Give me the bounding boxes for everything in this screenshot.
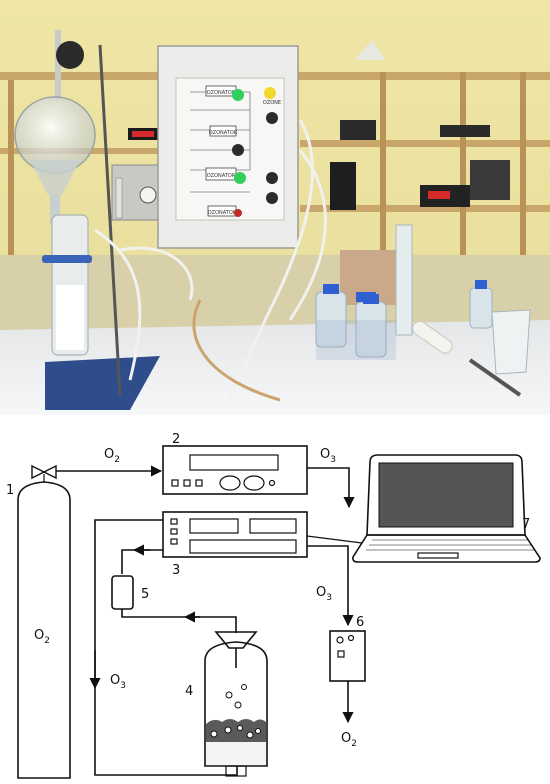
yellow-indicator-light — [264, 87, 276, 99]
ozone-destructor — [329, 630, 366, 682]
green-indicator-light — [232, 89, 244, 101]
red-button — [234, 209, 242, 217]
right-instruments — [330, 40, 510, 210]
green-indicator-light-2 — [234, 172, 246, 184]
knob — [266, 192, 278, 204]
label-5: 5 — [141, 587, 149, 602]
valve-icon — [31, 464, 46, 480]
panel-label-2: OZONATOR — [209, 130, 238, 136]
ozone-line-to-destructor — [307, 545, 354, 627]
tubing — [94, 119, 327, 401]
filter-inlet-line — [121, 549, 163, 574]
label-o2-out: O2 — [341, 731, 357, 749]
clamp-knob — [56, 41, 84, 69]
label-7: 7 — [522, 517, 530, 532]
oxygen-cylinder: O2 — [17, 464, 71, 779]
glass-bottles — [315, 224, 531, 397]
label-o3-top: O3 — [320, 447, 336, 465]
knob — [266, 112, 278, 124]
flowmeter — [111, 164, 163, 221]
data-cable — [306, 535, 363, 544]
separatory-funnel — [14, 30, 96, 225]
ozone-line-to-analyzer — [307, 467, 355, 509]
ozone-generator — [162, 445, 308, 495]
label-6: 6 — [356, 615, 364, 630]
panel-label-5: OZONATOR — [208, 210, 237, 216]
ozone-loop-line — [94, 519, 238, 776]
knob — [232, 144, 244, 156]
gas-filter — [111, 575, 134, 610]
label-o2-feed: O2 — [104, 447, 120, 465]
ozonator-control-panel: OZONATOR OZONATOR OZONATOR OZONE OZONATO… — [157, 45, 299, 249]
laptop-icon — [352, 454, 541, 563]
process-schematic: O2 1 O2 2 O3 3 — [6, 432, 541, 779]
reaction-column — [42, 214, 92, 356]
panel-label-1: OZONATOR — [207, 90, 236, 96]
bottle-tray — [316, 320, 396, 360]
label-o3-side: O3 — [316, 585, 332, 603]
reactor-return-line — [121, 609, 237, 633]
ozone-analyzer — [162, 511, 308, 558]
label-3: 3 — [172, 563, 180, 578]
lab-setup-photo: OZONATOR OZONATOR OZONATOR OZONE OZONATO… — [0, 0, 550, 415]
label-1: 1 — [6, 483, 14, 498]
small-meter-display — [132, 131, 154, 137]
tan-tubing — [192, 299, 281, 402]
cylinder-gas-label: O2 — [34, 628, 50, 646]
knob — [266, 172, 278, 184]
label-4: 4 — [185, 684, 193, 699]
panel-label-4: OZONE — [263, 100, 281, 106]
panel-label-3: OZONATOR — [207, 173, 236, 179]
reactor-column — [204, 631, 268, 777]
label-o3-left: O3 — [110, 673, 126, 691]
label-2: 2 — [172, 432, 180, 447]
lower-wall — [0, 255, 550, 330]
retort-stand-rod — [98, 44, 122, 396]
